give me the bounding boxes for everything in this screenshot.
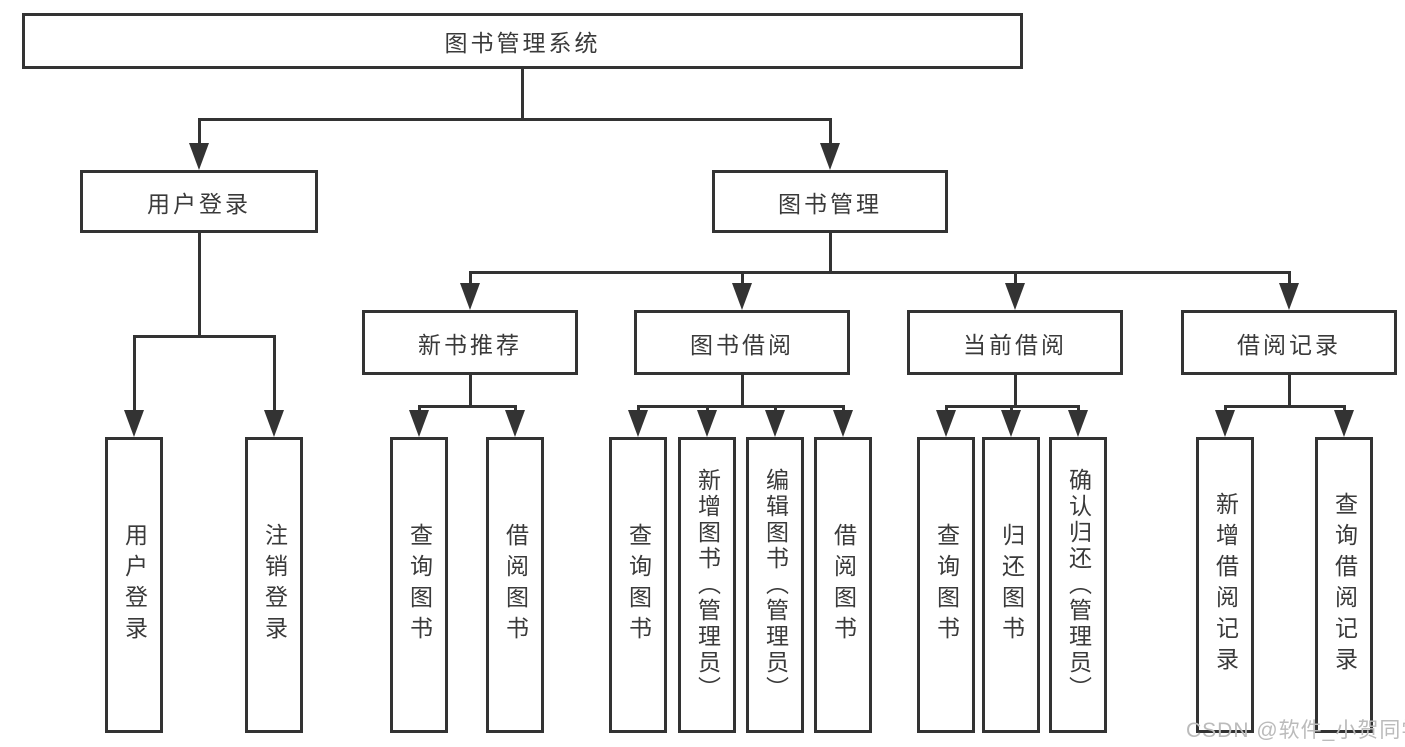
- arrowhead: [409, 410, 429, 437]
- arrowhead: [1279, 283, 1299, 310]
- line: [1013, 375, 1017, 408]
- line: [740, 375, 744, 408]
- leaf-query-books-recommend-label: 查询图书: [406, 523, 433, 647]
- line: [513, 405, 517, 411]
- node-new-book-recommend: 新书推荐: [362, 310, 578, 375]
- leaf-add-books-admin-label: 新增图书（管理员）: [694, 468, 721, 702]
- arrowhead: [505, 410, 525, 437]
- line: [705, 405, 709, 411]
- line: [773, 405, 777, 411]
- line: [636, 405, 845, 408]
- leaf-borrow-books-recommend: 借阅图书: [486, 437, 544, 733]
- arrowhead: [820, 143, 840, 170]
- leaf-borrow-books: 借阅图书: [814, 437, 872, 733]
- leaf-edit-books-admin-label: 编辑图书（管理员）: [762, 468, 789, 702]
- arrowhead: [1001, 410, 1021, 437]
- line: [828, 118, 832, 144]
- leaf-borrow-books-label: 借阅图书: [830, 523, 857, 647]
- line: [417, 405, 517, 408]
- node-book-management: 图书管理: [712, 170, 948, 233]
- node-book-borrow-label: 图书借阅: [690, 331, 794, 358]
- arrowhead: [1068, 410, 1088, 437]
- arrowhead: [697, 410, 717, 437]
- line: [197, 118, 832, 121]
- node-current-borrow: 当前借阅: [907, 310, 1123, 375]
- node-borrow-record: 借阅记录: [1181, 310, 1397, 375]
- leaf-add-borrow-record: 新增借阅记录: [1196, 437, 1254, 733]
- node-new-book-recommend-label: 新书推荐: [418, 331, 522, 358]
- line: [1223, 405, 1346, 408]
- arrowhead: [628, 410, 648, 437]
- leaf-add-borrow-record-label: 新增借阅记录: [1212, 492, 1239, 678]
- line: [272, 335, 276, 411]
- arrowhead: [732, 283, 752, 310]
- arrowhead: [833, 410, 853, 437]
- leaf-query-books-borrow-label: 查询图书: [625, 523, 652, 647]
- leaf-return-books: 归还图书: [982, 437, 1040, 733]
- line: [520, 69, 524, 121]
- leaf-logout: 注销登录: [245, 437, 303, 733]
- line: [944, 405, 948, 411]
- line: [740, 271, 744, 284]
- leaf-query-books-current-label: 查询图书: [933, 523, 960, 647]
- leaf-query-books-borrow: 查询图书: [609, 437, 667, 733]
- csdn-watermark: CSDN @软件_小贺同学: [1186, 719, 1405, 742]
- line: [132, 335, 136, 411]
- arrowhead: [460, 283, 480, 310]
- line: [468, 375, 472, 408]
- arrowhead: [264, 410, 284, 437]
- arrowhead: [124, 410, 144, 437]
- leaf-logout-label: 注销登录: [261, 523, 288, 647]
- node-current-borrow-label: 当前借阅: [963, 331, 1067, 358]
- line: [197, 233, 201, 338]
- arrowhead: [1334, 410, 1354, 437]
- node-borrow-record-label: 借阅记录: [1237, 331, 1341, 358]
- arrowhead: [765, 410, 785, 437]
- line: [417, 405, 421, 411]
- node-book-borrow: 图书借阅: [634, 310, 850, 375]
- arrowhead: [936, 410, 956, 437]
- line: [828, 233, 832, 274]
- node-root-label: 图书管理系统: [444, 30, 601, 56]
- node-user-login: 用户登录: [80, 170, 318, 233]
- leaf-query-books-current: 查询图书: [917, 437, 975, 733]
- node-root-system: 图书管理系统: [22, 13, 1023, 69]
- leaf-query-borrow-record-label: 查询借阅记录: [1331, 492, 1358, 678]
- line: [1287, 271, 1291, 284]
- line: [468, 271, 1291, 274]
- arrowhead: [1005, 283, 1025, 310]
- line: [1342, 405, 1346, 411]
- leaf-user-login-label: 用户登录: [121, 523, 148, 647]
- line: [197, 118, 201, 144]
- leaf-confirm-return-admin: 确认归还（管理员）: [1049, 437, 1107, 733]
- leaf-query-borrow-record: 查询借阅记录: [1315, 437, 1373, 733]
- line: [1287, 375, 1291, 408]
- line: [468, 271, 472, 284]
- line: [132, 335, 276, 338]
- leaf-query-books-recommend: 查询图书: [390, 437, 448, 733]
- arrowhead: [189, 143, 209, 170]
- leaf-borrow-books-recommend-label: 借阅图书: [502, 523, 529, 647]
- line: [636, 405, 640, 411]
- leaf-confirm-return-admin-label: 确认归还（管理员）: [1065, 468, 1092, 702]
- leaf-edit-books-admin: 编辑图书（管理员）: [746, 437, 804, 733]
- node-user-login-label: 用户登录: [147, 190, 251, 217]
- line: [1009, 405, 1013, 411]
- line: [1076, 405, 1080, 411]
- line: [1223, 405, 1227, 411]
- node-book-management-label: 图书管理: [778, 190, 882, 217]
- line: [841, 405, 845, 411]
- line: [1013, 271, 1017, 284]
- leaf-user-login: 用户登录: [105, 437, 163, 733]
- arrowhead: [1215, 410, 1235, 437]
- leaf-return-books-label: 归还图书: [998, 523, 1025, 647]
- leaf-add-books-admin: 新增图书（管理员）: [678, 437, 736, 733]
